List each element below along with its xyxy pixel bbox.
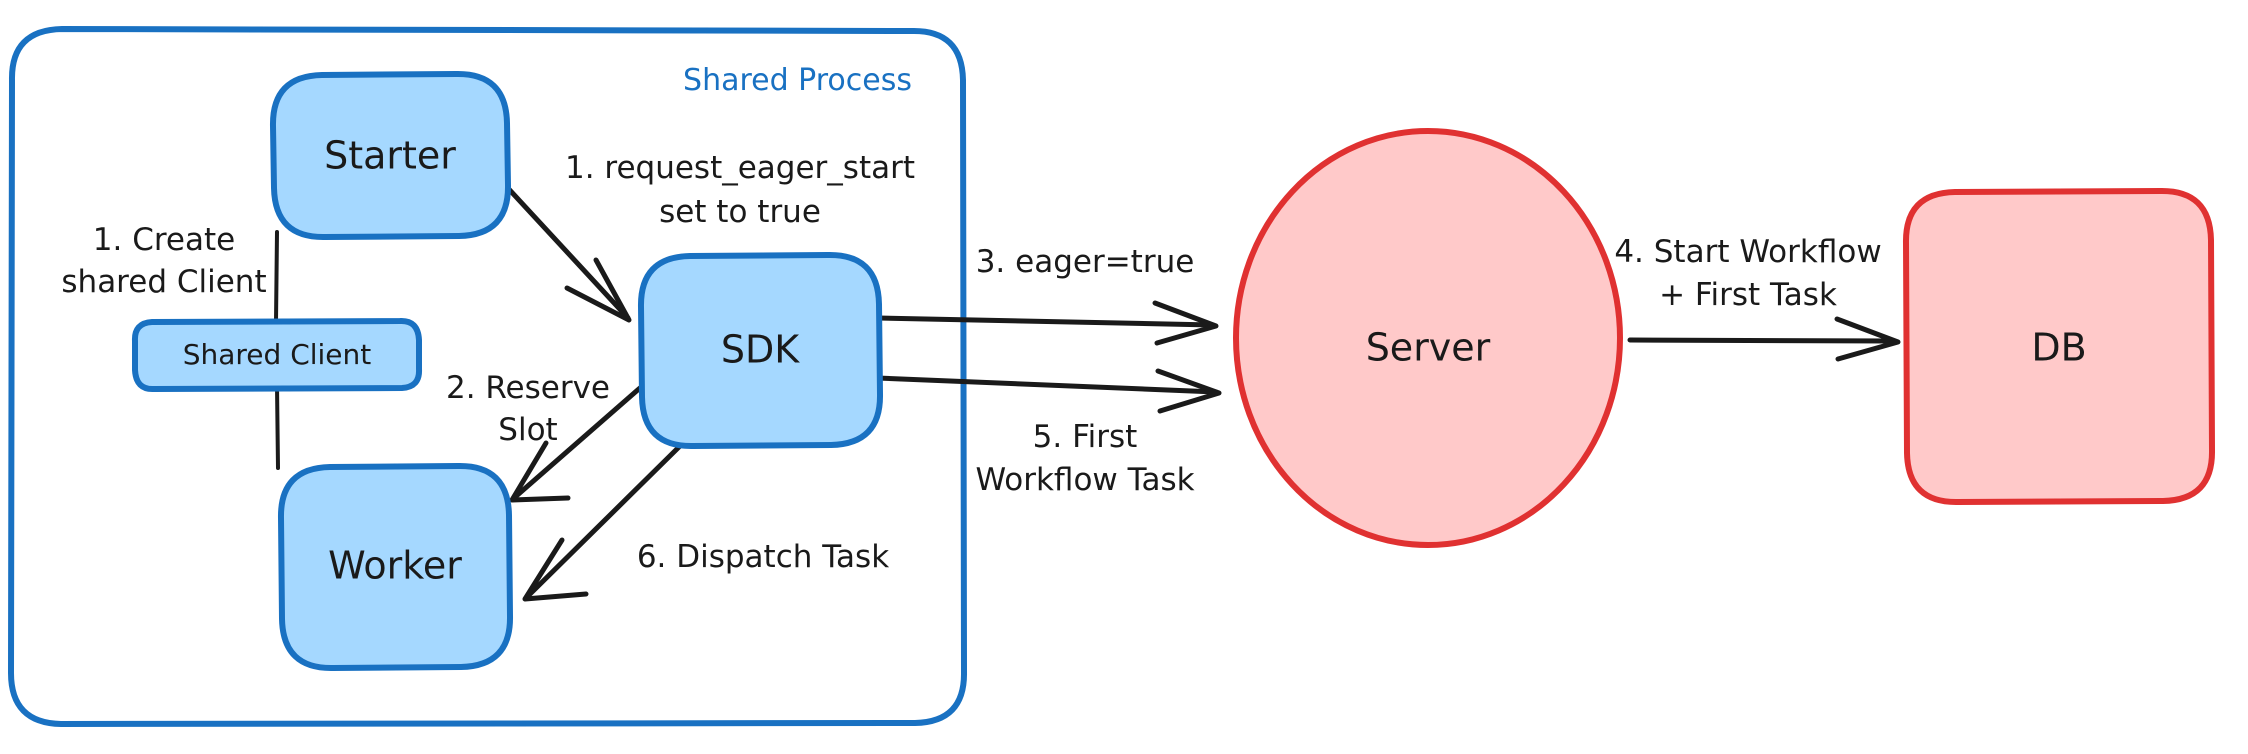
shared-process-group[interactable]: Shared Process: [8, 26, 968, 727]
sdk-to-server-arrowhead: [1152, 300, 1219, 346]
node-server-shape: [1233, 128, 1623, 548]
node-sdk[interactable]: SDK: [637, 251, 884, 450]
sdk-to-worker-reserve-arrowhead: [509, 440, 571, 503]
edge-label-1-create-line2: shared Client: [61, 264, 266, 300]
edge-label-4-start-line1: 4. Start Workflow: [1614, 234, 1881, 270]
edge-label-6-dispatch-line1: 6. Dispatch Task: [637, 539, 889, 575]
edge-label-4-start-line2: + First Task: [1659, 277, 1837, 313]
sdk-to-server-line: [875, 315, 1216, 328]
edge-label-2-reserve-line1: 2. Reserve: [446, 370, 610, 406]
edge-label-5-first-line2: Workflow Task: [975, 462, 1194, 498]
node-server[interactable]: Server: [1233, 128, 1623, 548]
node-starter-shape: [269, 70, 512, 241]
edge-label-3-eager-line1: 3. eager=true: [976, 244, 1195, 280]
node-worker-shape: [277, 462, 514, 672]
starter-to-sdk-arrowhead: [564, 257, 632, 323]
node-starter[interactable]: Starter: [269, 70, 512, 241]
node-db-label: DB: [2031, 326, 2086, 370]
edge-reserve-slot[interactable]: 2. Reserve Slot: [446, 370, 643, 503]
shared-client-to-worker-line: [275, 384, 280, 470]
node-sdk-shape: [637, 251, 884, 450]
edge-eager-true[interactable]: 3. eager=true: [875, 244, 1219, 346]
edge-label-2-reserve-line2: Slot: [498, 412, 557, 448]
edge-first-workflow-task[interactable]: 5. First Workflow Task: [874, 368, 1222, 498]
starter-to-shared-client-line: [274, 230, 279, 324]
server-to-sdk-arrowhead: [1155, 368, 1222, 414]
edge-label-1-request-line1: 1. request_eager_start: [565, 150, 915, 186]
shared-process-border: [8, 26, 968, 727]
node-db-shape: [1902, 187, 2216, 506]
starter-to-sdk-line: [503, 183, 631, 321]
node-worker[interactable]: Worker: [277, 462, 514, 672]
sdk-to-worker-dispatch-line: [525, 443, 683, 599]
server-to-db-arrowhead: [1834, 316, 1901, 362]
edge-create-shared-client[interactable]: 1. Create shared Client: [61, 222, 280, 470]
node-shared-client-shape: [131, 317, 423, 393]
sdk-to-worker-reserve-line: [511, 385, 643, 501]
node-server-label: Server: [1366, 326, 1491, 370]
edge-label-5-first-line1: 5. First: [1033, 419, 1138, 455]
node-shared-client-label: Shared Client: [183, 338, 372, 371]
shared-process-label: Shared Process: [683, 63, 912, 98]
node-shared-client[interactable]: Shared Client: [131, 317, 423, 393]
node-db[interactable]: DB: [1902, 187, 2216, 506]
sdk-to-worker-dispatch-arrowhead: [522, 537, 589, 602]
node-worker-label: Worker: [328, 544, 462, 588]
server-to-sdk-line: [874, 375, 1219, 395]
edge-start-workflow-first-task[interactable]: 4. Start Workflow + First Task: [1614, 234, 1901, 362]
edge-request-eager-start[interactable]: 1. request_eager_start set to true: [503, 150, 915, 323]
server-to-db-line: [1627, 337, 1896, 344]
node-starter-label: Starter: [324, 134, 456, 178]
node-sdk-label: SDK: [721, 328, 800, 372]
edge-dispatch-task[interactable]: 6. Dispatch Task: [522, 443, 889, 602]
edge-label-1-request-line2: set to true: [659, 194, 821, 230]
edge-label-1-create-line1: 1. Create: [93, 222, 235, 258]
